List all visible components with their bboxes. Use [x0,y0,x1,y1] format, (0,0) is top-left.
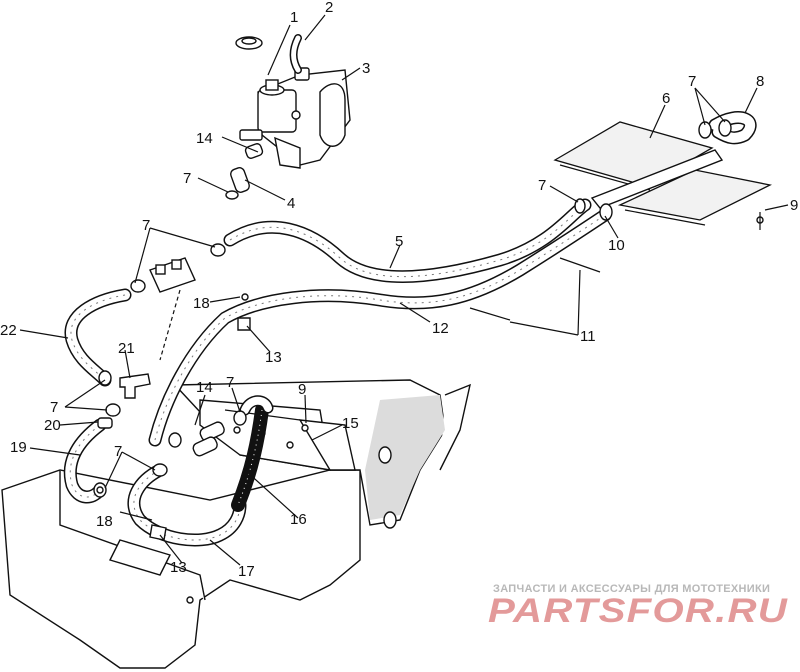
callout-2: 2 [325,0,333,16]
cable-ties-11 [469,257,601,321]
coolant-tank [239,67,351,169]
callout-7-lower: 7 [226,374,234,391]
watermark: ЗАПЧАСТИ И АКСЕССУАРЫ ДЛЯ МОТОТЕХНИКИ PA… [488,583,789,630]
short-hose-14-lower [192,421,225,457]
hose-12 [148,208,612,447]
screws-18 [96,293,249,494]
y-fitting [149,257,196,361]
callout-7-bottom: 7 [114,443,122,460]
callout-15: 15 [342,415,359,432]
callout-7-left: 7 [50,399,58,416]
callout-6: 6 [662,90,670,107]
short-hose-4 [230,167,250,193]
leader-lines [19,14,789,566]
t-fitting-21 [119,373,151,399]
callout-13-lower: 13 [170,559,187,576]
callout-7-mid: 7 [538,177,546,194]
callout-22: 22 [0,322,17,339]
callout-1: 1 [290,9,298,26]
callout-8: 8 [756,73,764,90]
hose-5 [223,198,592,284]
callout-3: 3 [362,60,370,77]
vent-hose [289,34,302,74]
callout-20: 20 [44,417,61,434]
hose-19 [63,418,107,504]
tunnel-chassis [1,379,471,669]
hose-16 [231,395,274,512]
callout-18-upper: 18 [193,295,210,312]
callout-9-upper: 9 [790,197,798,214]
callout-16: 16 [290,511,307,528]
bleed-screws [301,212,764,432]
callout-10: 10 [608,237,625,254]
callout-5: 5 [395,233,403,250]
callout-7-fitting: 7 [142,217,150,234]
callout-labels: 1 2 3 4 5 6 7 8 9 7 10 14 7 7 18 12 11 2… [0,0,798,580]
watermark-brand: PARTSFOR.RU [488,592,789,630]
callout-17: 17 [238,563,255,580]
callout-19: 19 [10,439,27,456]
heat-exchanger [553,121,772,226]
callout-11: 11 [580,328,596,345]
callout-14-lower: 14 [196,379,213,396]
callout-9-lower: 9 [298,381,306,398]
callout-4: 4 [287,195,295,212]
callout-7-heat-exchanger: 7 [688,73,696,90]
short-hose-14-top [244,143,264,159]
callout-7-tank: 7 [183,170,191,187]
callout-18-lower: 18 [96,513,113,530]
callout-12: 12 [432,320,449,337]
fitting-20 [97,417,113,429]
hose-22 [64,288,132,387]
callout-21: 21 [118,340,135,357]
watermark-tagline: ЗАПЧАСТИ И АКСЕССУАРЫ ДЛЯ МОТОТЕХНИКИ [493,583,770,595]
callout-14-upper: 14 [196,130,213,147]
tank-cap [235,36,263,50]
callout-13-upper: 13 [265,349,282,366]
hose-17 [127,463,247,547]
